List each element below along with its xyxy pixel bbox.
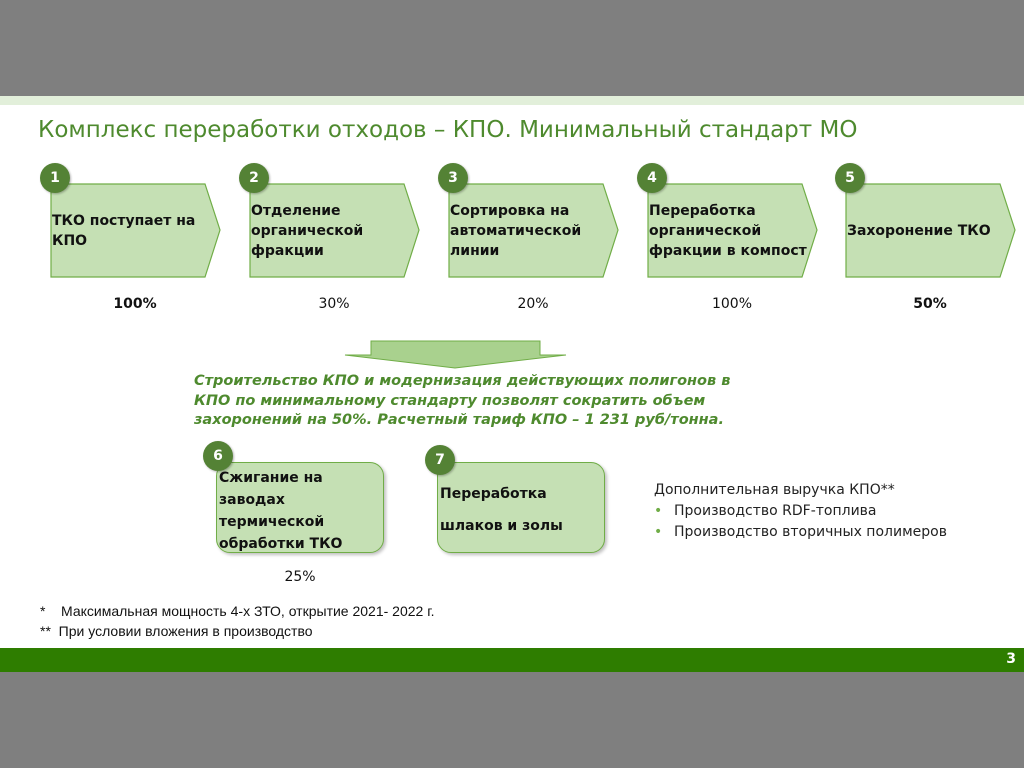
box6-percent: 25% [284, 569, 316, 585]
step-label: ТКО поступает на КПО [52, 212, 196, 249]
step-percent: 20% [517, 296, 549, 312]
step-number-5: 5 [835, 163, 865, 193]
extra-heading: Дополнительная выручка КПО** [654, 482, 895, 498]
step-percent: 30% [318, 296, 350, 312]
extra-item: Производство RDF-топлива [654, 501, 947, 522]
box6-label: Сжигание на заводах термической обработк… [219, 470, 343, 552]
step-3: Сортировка на автоматической линии [448, 183, 620, 278]
down-arrow [344, 340, 567, 369]
footer-bar [0, 648, 1024, 672]
step-4: Переработка органической фракции в компо… [647, 183, 819, 278]
top-frame [0, 0, 1024, 96]
step-number-4: 4 [637, 163, 667, 193]
step-percent: 100% [711, 296, 753, 312]
page-number: 3 [1006, 651, 1016, 667]
step-number-2: 2 [239, 163, 269, 193]
box7-line2: шлаков и золы [440, 518, 563, 534]
box-slag-processing: Переработка шлаков и золы [437, 462, 605, 553]
box7-line1: Переработка [440, 486, 547, 502]
step-number-1: 1 [40, 163, 70, 193]
summary-note: Строительство КПО и модернизация действу… [194, 373, 731, 428]
step-percent: 100% [113, 296, 157, 312]
slide-title: Комплекс переработки отходов – КПО. Мини… [38, 117, 858, 143]
step-label: Сортировка на автоматической линии [450, 202, 582, 259]
bottom-frame [0, 672, 1024, 768]
step-5: Захоронение ТКО [845, 183, 1017, 278]
step-2: Отделение органической фракции [249, 183, 421, 278]
extra-item: Производство вторичных полимеров [654, 522, 947, 543]
extra-revenue: Дополнительная выручка КПО** Производств… [654, 480, 947, 543]
step-label: Переработка органической фракции в компо… [649, 202, 807, 259]
step-number-7: 7 [425, 445, 455, 475]
box-incineration: Сжигание на заводах термической обработк… [216, 462, 384, 553]
footnote-1: * Максимальная мощность 4-х ЗТО, открыти… [40, 603, 435, 619]
step-1: ТКО поступает на КПО [50, 183, 222, 278]
header-strip [0, 96, 1024, 105]
step-label: Отделение органической фракции [251, 202, 364, 259]
step-number-3: 3 [438, 163, 468, 193]
step-label: Захоронение ТКО [847, 222, 991, 239]
footnote-2: ** При условии вложения в производство [40, 623, 313, 639]
step-number-6: 6 [203, 441, 233, 471]
step-percent: 50% [913, 296, 947, 312]
